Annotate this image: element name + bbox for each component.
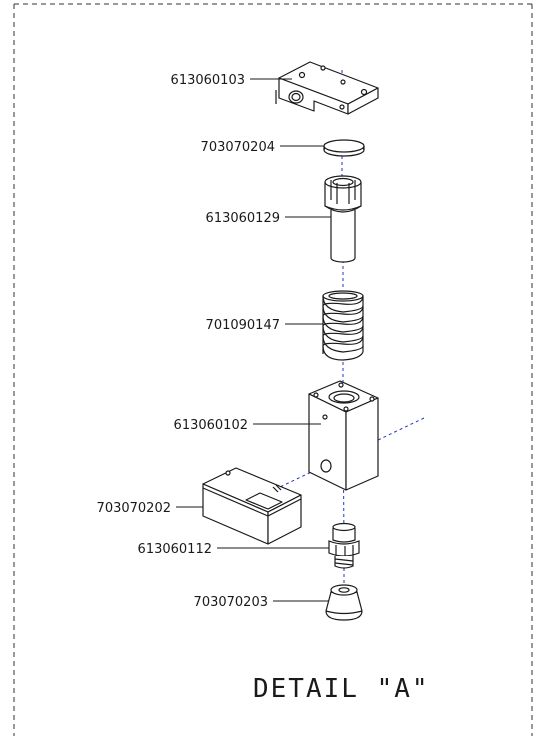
label-613060103: 613060103 (171, 73, 245, 88)
part-spring (322, 290, 364, 361)
label-701090147: 701090147 (206, 318, 280, 333)
part-plunger (324, 175, 362, 263)
leader-lines (176, 78, 331, 602)
label-703070202: 703070202 (97, 501, 171, 516)
part-fitting (328, 522, 360, 569)
label-703070204: 703070204 (201, 140, 275, 155)
part-cap (275, 61, 379, 115)
label-703070203: 703070203 (194, 595, 268, 610)
part-suction-cup (325, 584, 363, 621)
label-613060129: 613060129 (206, 211, 280, 226)
detail-title: DETAIL "A" (253, 674, 430, 704)
label-613060102: 613060102 (174, 418, 248, 433)
part-housing (308, 380, 379, 491)
sheet-border (13, 3, 533, 736)
part-magnet-block (202, 467, 302, 545)
part-labels: 613060103 703070204 613060129 701090147 … (97, 73, 280, 610)
label-613060112: 613060112 (138, 542, 212, 557)
part-disc (323, 139, 365, 157)
